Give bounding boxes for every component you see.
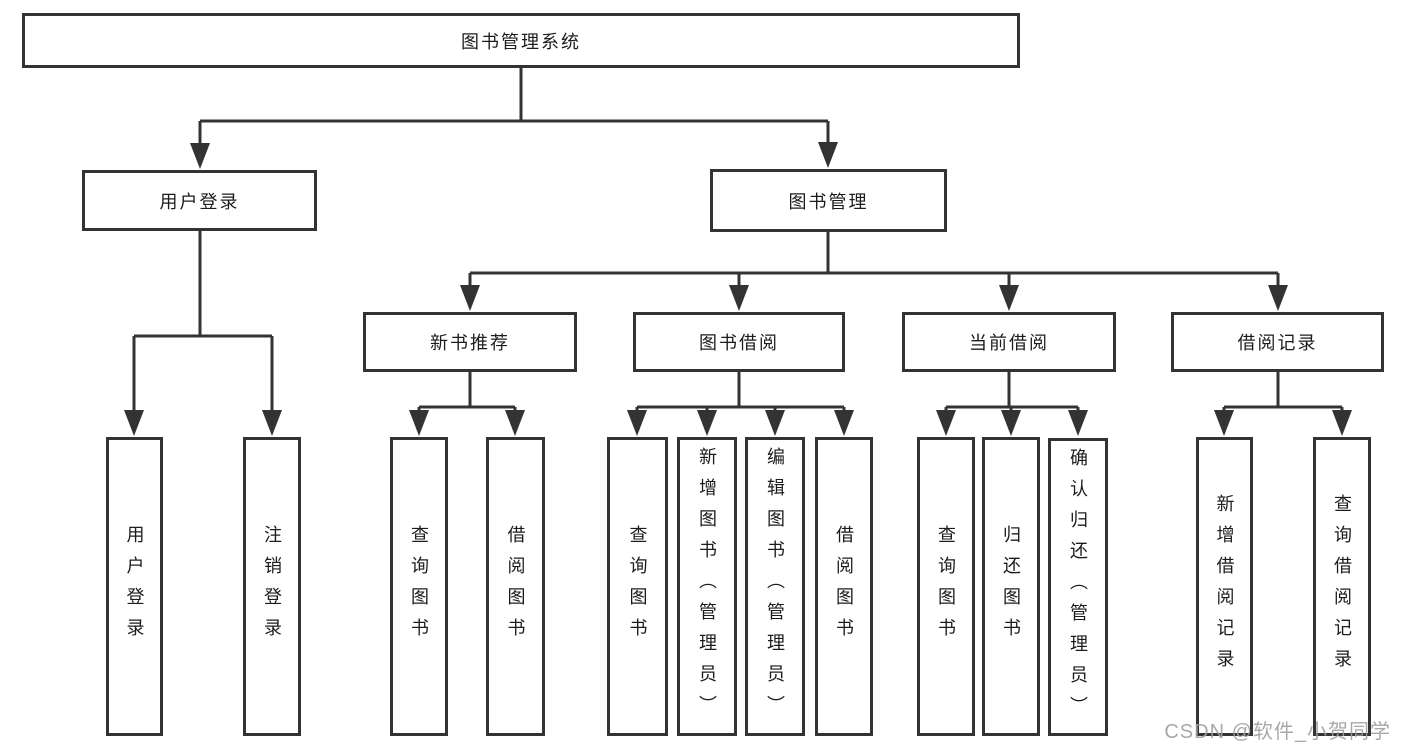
leaf-logout-label: 注销登录 [262, 524, 282, 649]
node-book-management-label: 图书管理 [788, 191, 869, 212]
leaf-borrow-books-1-label: 借阅图书 [505, 524, 526, 649]
leaf-add-books-admin: 新增图书（管理员） [677, 437, 737, 736]
leaf-borrow-books-2: 借阅图书 [815, 437, 873, 736]
leaf-add-books-admin-label: 新增图书（管理员） [697, 447, 717, 726]
leaf-query-books-1: 查询图书 [390, 437, 448, 736]
leaf-query-books-3-label: 查询图书 [936, 524, 956, 649]
csdn-watermark: CSDN @软件_小贺同学 [1164, 721, 1391, 743]
node-book-borrow-label: 图书借阅 [699, 333, 779, 353]
node-new-book-recommend-label: 新书推荐 [430, 333, 510, 353]
connector-mgmt-group [468, 232, 1280, 305]
leaf-edit-books-admin-label: 编辑图书（管理员） [765, 447, 785, 726]
leaf-add-borrow-record-label: 新增借阅记录 [1214, 493, 1235, 680]
leaf-confirm-return-admin: 确认归还（管理员） [1048, 438, 1108, 736]
leaf-query-books-3: 查询图书 [917, 437, 975, 736]
connector-login-group [132, 231, 274, 430]
leaf-borrow-books-2-label: 借阅图书 [834, 524, 854, 649]
leaf-confirm-return-admin-label: 确认归还（管理员） [1068, 447, 1088, 727]
leaf-borrow-books-1: 借阅图书 [486, 437, 545, 736]
leaf-user-login: 用户登录 [106, 437, 163, 736]
node-current-borrow-label: 当前借阅 [969, 333, 1049, 353]
leaf-query-borrow-record: 查询借阅记录 [1313, 437, 1371, 736]
node-borrow-records-label: 借阅记录 [1237, 333, 1318, 353]
leaf-user-login-label: 用户登录 [124, 524, 145, 649]
node-root-system: 图书管理系统 [22, 13, 1020, 68]
leaf-query-books-2: 查询图书 [607, 437, 668, 736]
connector-root [198, 68, 830, 163]
node-current-borrow: 当前借阅 [902, 312, 1116, 372]
node-user-login-label: 用户登录 [159, 191, 240, 212]
node-user-login: 用户登录 [82, 170, 317, 231]
connector-records-group [1222, 372, 1344, 430]
leaf-return-books-label: 归还图书 [1001, 524, 1021, 649]
leaf-edit-books-admin: 编辑图书（管理员） [745, 437, 805, 736]
node-book-borrow: 图书借阅 [633, 312, 845, 372]
leaf-query-borrow-record-label: 查询借阅记录 [1332, 493, 1352, 680]
connector-newbooks-group [417, 372, 517, 430]
node-borrow-records: 借阅记录 [1171, 312, 1384, 372]
leaf-logout: 注销登录 [243, 437, 301, 736]
node-root-label: 图书管理系统 [461, 31, 581, 52]
arrowheads [124, 142, 1352, 436]
node-new-book-recommend: 新书推荐 [363, 312, 577, 372]
connector-borrow-group [635, 372, 846, 430]
leaf-query-books-2-label: 查询图书 [627, 524, 648, 649]
leaf-query-books-1-label: 查询图书 [409, 524, 429, 649]
node-book-management: 图书管理 [710, 169, 947, 232]
leaf-return-books: 归还图书 [982, 437, 1040, 736]
leaf-add-borrow-record: 新增借阅记录 [1196, 437, 1253, 736]
